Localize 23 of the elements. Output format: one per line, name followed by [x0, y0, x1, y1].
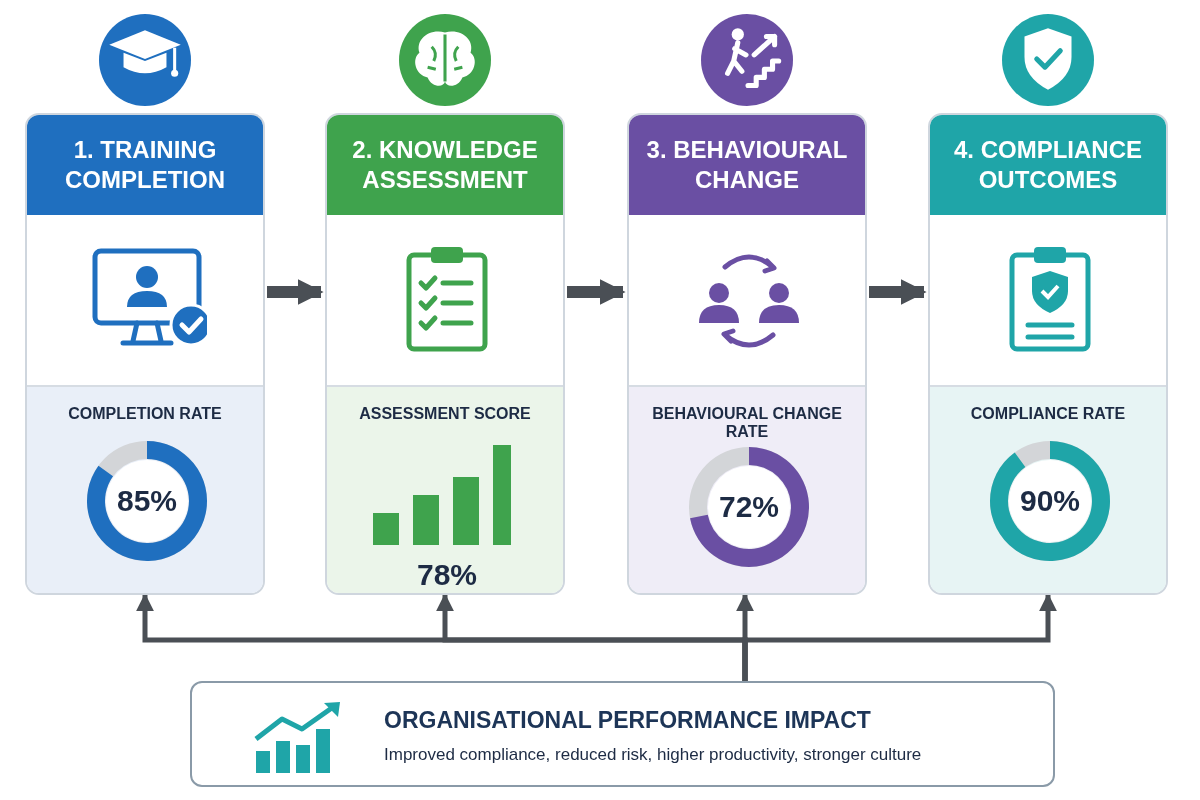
percentage-value: 90%: [1020, 484, 1080, 518]
arrow: [567, 279, 626, 305]
arrow: [742, 593, 1057, 681]
metric-label: COMPLIANCE RATE: [969, 405, 1127, 423]
card-title: 1. TRAINING COMPLETION: [27, 115, 263, 215]
impact-description: Improved compliance, reduced risk, higher productivity, stronger culture: [384, 745, 922, 765]
metric-label: ASSESSMENT SCORE: [358, 405, 532, 423]
process-card: [25, 113, 265, 595]
process-card: [627, 113, 867, 595]
impact-panel: [190, 681, 1055, 787]
card-title: 3. BEHAVIOURAL CHANGE: [629, 115, 865, 215]
process-card: [325, 113, 565, 595]
percentage-value: 78%: [417, 558, 477, 592]
metric-label: BEHAVIOURAL CHANGE RATE: [651, 405, 843, 441]
arrow: [267, 279, 324, 305]
percentage-value: 85%: [117, 484, 177, 518]
card-title: 2. KNOWLEDGE ASSESSMENT: [327, 115, 563, 215]
metric-label: COMPLETION RATE: [67, 405, 223, 423]
percentage-value: 72%: [719, 490, 779, 524]
card-title: 4. COMPLIANCE OUTCOMES: [930, 115, 1166, 215]
impact-title: ORGANISATIONAL PERFORMANCE IMPACT: [384, 707, 871, 734]
process-card: [928, 113, 1168, 595]
arrow: [869, 279, 927, 305]
